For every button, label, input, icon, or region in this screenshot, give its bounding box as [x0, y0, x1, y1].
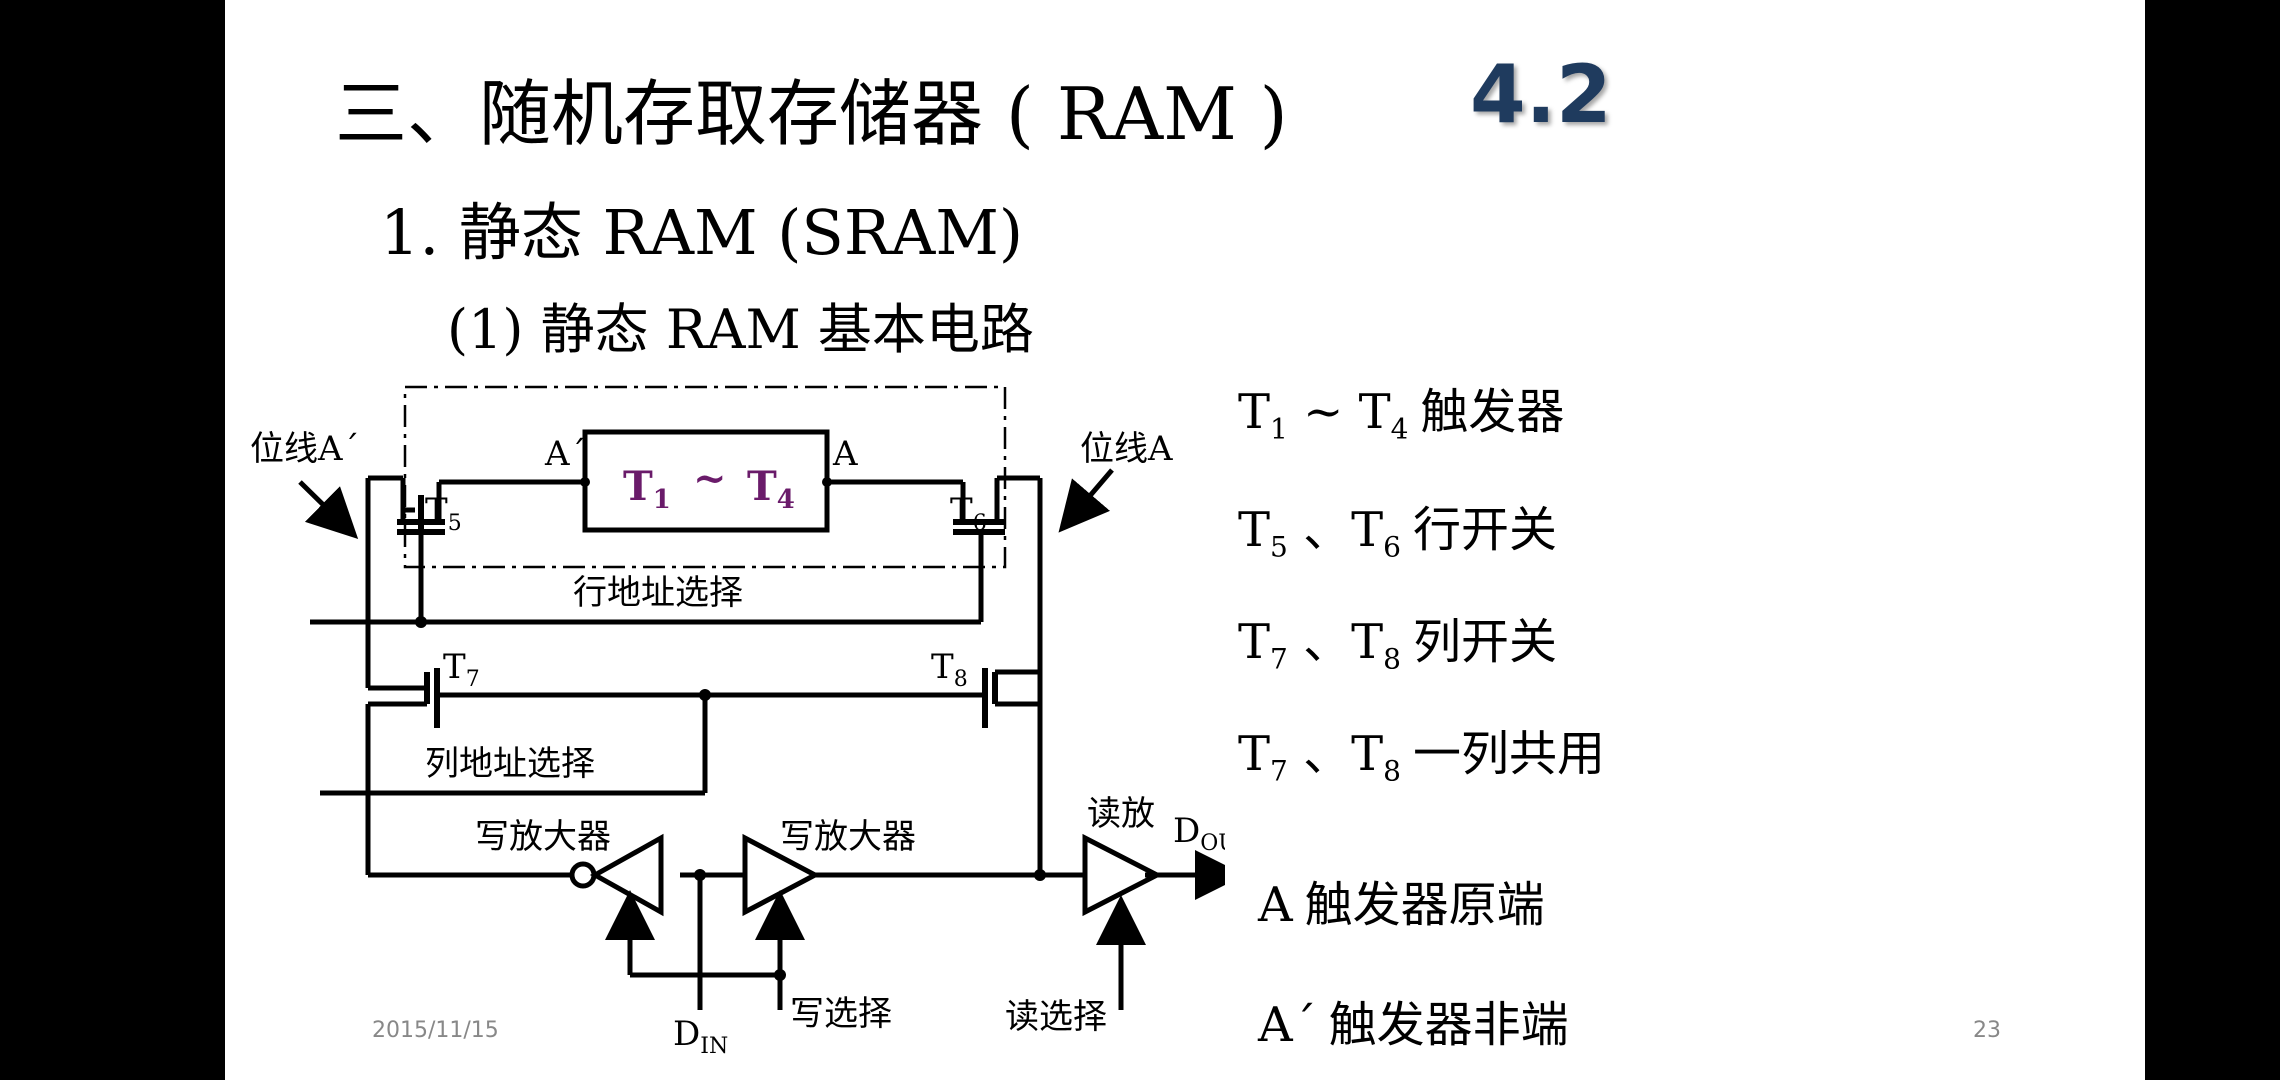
- t6-label: T6: [950, 491, 987, 536]
- t7-label: T7: [443, 647, 480, 692]
- slide-subsubtitle: (1) 静态 RAM 基本电路: [447, 298, 1034, 361]
- read-amplifier: [1082, 833, 1163, 917]
- write-amp-left-label: 写放大器: [475, 817, 611, 857]
- section-number: 4.2: [1470, 48, 1612, 141]
- bitline-a-prime-label: 位线A΄: [250, 429, 360, 469]
- slide-subtitle: 1. 静态 RAM (SRAM): [380, 196, 1024, 269]
- bitline-a-label: 位线A: [1080, 429, 1173, 469]
- sram-circuit-diagram: 位线A΄ 位线A A΄ A T1 ~ T4 T5 T6 T7 T8 行地址选择 …: [250, 385, 1225, 1059]
- write-select-label: 写选择: [790, 994, 892, 1034]
- t5-label: T5: [425, 491, 462, 536]
- block-tilde: ~: [693, 455, 727, 502]
- din-label: DIN: [673, 1014, 728, 1059]
- junction-dots: [415, 477, 1046, 981]
- page-number: 23: [1973, 1018, 2001, 1043]
- write-amp-right-label: 写放大器: [780, 817, 916, 857]
- legend-item: A΄触发器非端: [1258, 997, 1569, 1053]
- block-t4-label: T4: [747, 463, 795, 515]
- dout-label: DOUT: [1173, 811, 1225, 856]
- node-a-prime-label: A΄: [544, 434, 587, 474]
- node-a-label: A: [832, 434, 858, 474]
- read-select-label: 读选择: [1005, 997, 1107, 1037]
- read-amp-label: 读放: [1087, 794, 1155, 834]
- row-select-label: 行地址选择: [573, 573, 743, 613]
- circuit-wires: [298, 385, 1225, 1010]
- slide-date: 2015/11/15: [372, 1018, 499, 1043]
- col-select-label: 列地址选择: [425, 744, 595, 784]
- block-t1-label: T1: [623, 463, 671, 515]
- slide-title: 三、随机存取存储器 ( RAM ): [335, 72, 1288, 156]
- slide: 三、随机存取存储器 ( RAM ) 4.2 1. 静态 RAM (SRAM) (…: [225, 0, 2145, 1080]
- t8-label: T8: [931, 647, 968, 692]
